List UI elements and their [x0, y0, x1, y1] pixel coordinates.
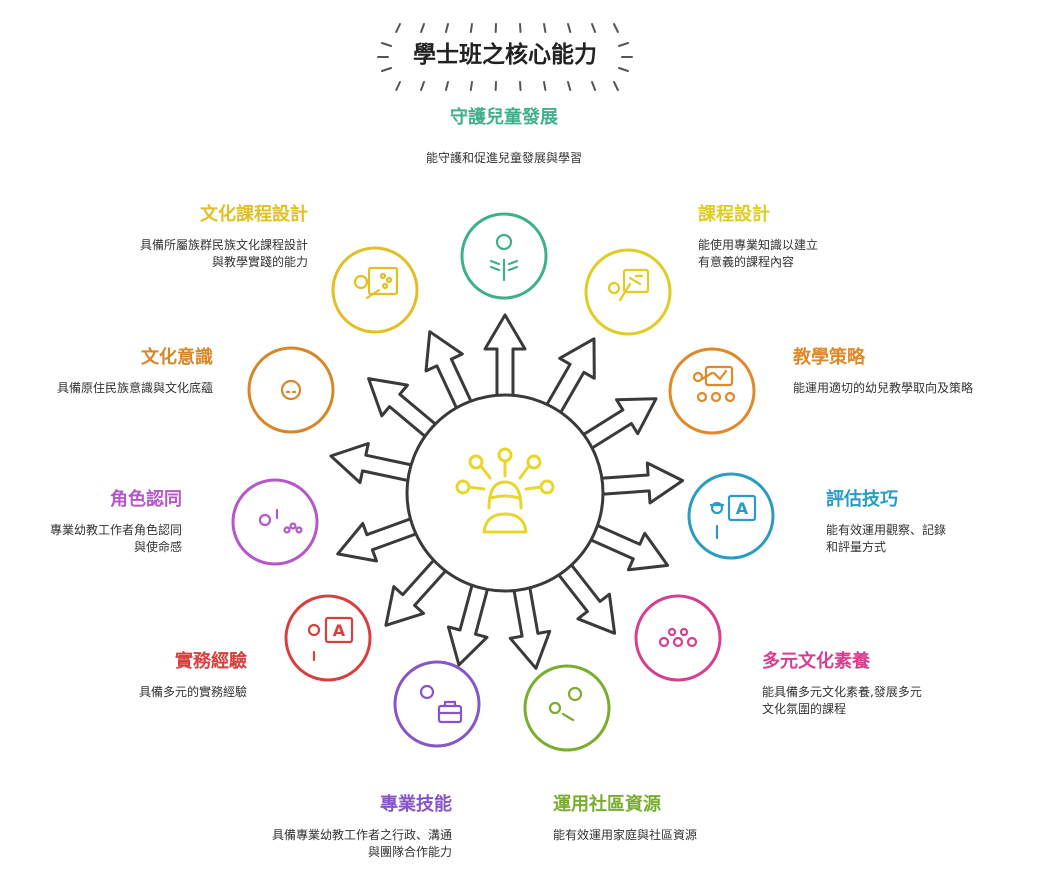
competency-node-practice: A	[284, 594, 372, 682]
node-circle	[393, 660, 481, 748]
node-title: 教學策略	[793, 347, 865, 368]
competency-node-role	[231, 478, 319, 566]
competency-node-cultural-awareness	[247, 346, 335, 434]
practice-letter-a-icon: A	[309, 618, 354, 662]
competency-nodes: AA	[231, 212, 775, 752]
node-title: 評估技巧	[826, 489, 898, 510]
node-title: 守護兒童發展	[450, 107, 558, 128]
node-title: 文化意識	[141, 347, 213, 368]
competency-node-guard	[460, 212, 548, 300]
node-title: 文化課程設計	[200, 204, 308, 225]
node-description: 能具備多元文化素養,發展多元 文化氛圍的課程	[762, 685, 922, 716]
competency-node-strategy	[668, 347, 756, 435]
competency-node-assessment: A	[687, 472, 775, 560]
node-title: 運用社區資源	[553, 794, 661, 815]
page-title: 學士班之核心能力	[413, 41, 597, 68]
diverse-group-icon	[660, 629, 698, 648]
center-circle	[405, 393, 605, 593]
node-description: 能有效運用家庭與社區資源	[553, 828, 698, 842]
node-title: 專業技能	[380, 794, 452, 815]
person-briefcase-icon	[421, 686, 463, 724]
title-block: 學士班之核心能力	[377, 23, 633, 91]
artist-palette-icon	[355, 268, 399, 300]
node-description: 能守護和促進兒童發展與學習	[425, 151, 582, 165]
teacher-letter-a-icon: A	[711, 496, 757, 540]
node-title: 多元文化素養	[762, 651, 870, 672]
reading-child-icon	[491, 235, 519, 282]
node-description: 能有效運用觀察、記錄 和評量方式	[826, 523, 947, 554]
competency-node-multicultural	[636, 596, 722, 682]
node-circle	[687, 472, 775, 560]
center-hub	[405, 393, 605, 593]
node-description: 具備多元的實務經驗	[138, 685, 247, 699]
svg-text:A: A	[736, 499, 749, 518]
title-rays	[377, 23, 633, 91]
svg-text:A: A	[333, 621, 346, 640]
node-circle	[523, 664, 611, 752]
node-description: 專業幼教工作者角色認同 與使命感	[49, 523, 182, 554]
competency-node-curriculum	[586, 250, 672, 336]
competency-node-cultural-curriculum	[331, 246, 419, 334]
node-description: 能使用專業知識以建立 有意義的課程內容	[698, 238, 819, 269]
node-circle	[284, 594, 372, 682]
thinking-child-icon	[455, 447, 555, 534]
node-circle	[247, 346, 335, 434]
graduate-paw-icon	[260, 510, 303, 534]
node-circle	[668, 347, 756, 435]
node-description: 具備所屬族群民族文化課程設計 與教學實踐的能力	[139, 238, 308, 269]
node-description: 能運用適切的幼兒教學取向及策略	[793, 381, 974, 395]
node-title: 課程設計	[698, 204, 770, 225]
competency-node-professional	[393, 660, 481, 748]
teacher-at-board-icon	[609, 270, 650, 302]
node-circle	[231, 478, 319, 566]
node-description: 具備原住民族意識與文化底蘊	[56, 381, 213, 395]
node-circle	[460, 212, 548, 300]
teacher-with-class-icon	[694, 367, 736, 403]
node-description: 具備專業幼教工作者之行政、溝通 與團隊合作能力	[271, 828, 452, 859]
node-circle	[331, 246, 419, 334]
node-title: 角色認同	[110, 489, 182, 510]
person-hat-icon	[282, 381, 302, 401]
family-icon	[550, 688, 583, 722]
competency-node-community	[523, 664, 611, 752]
node-title: 實務經驗	[175, 651, 247, 672]
